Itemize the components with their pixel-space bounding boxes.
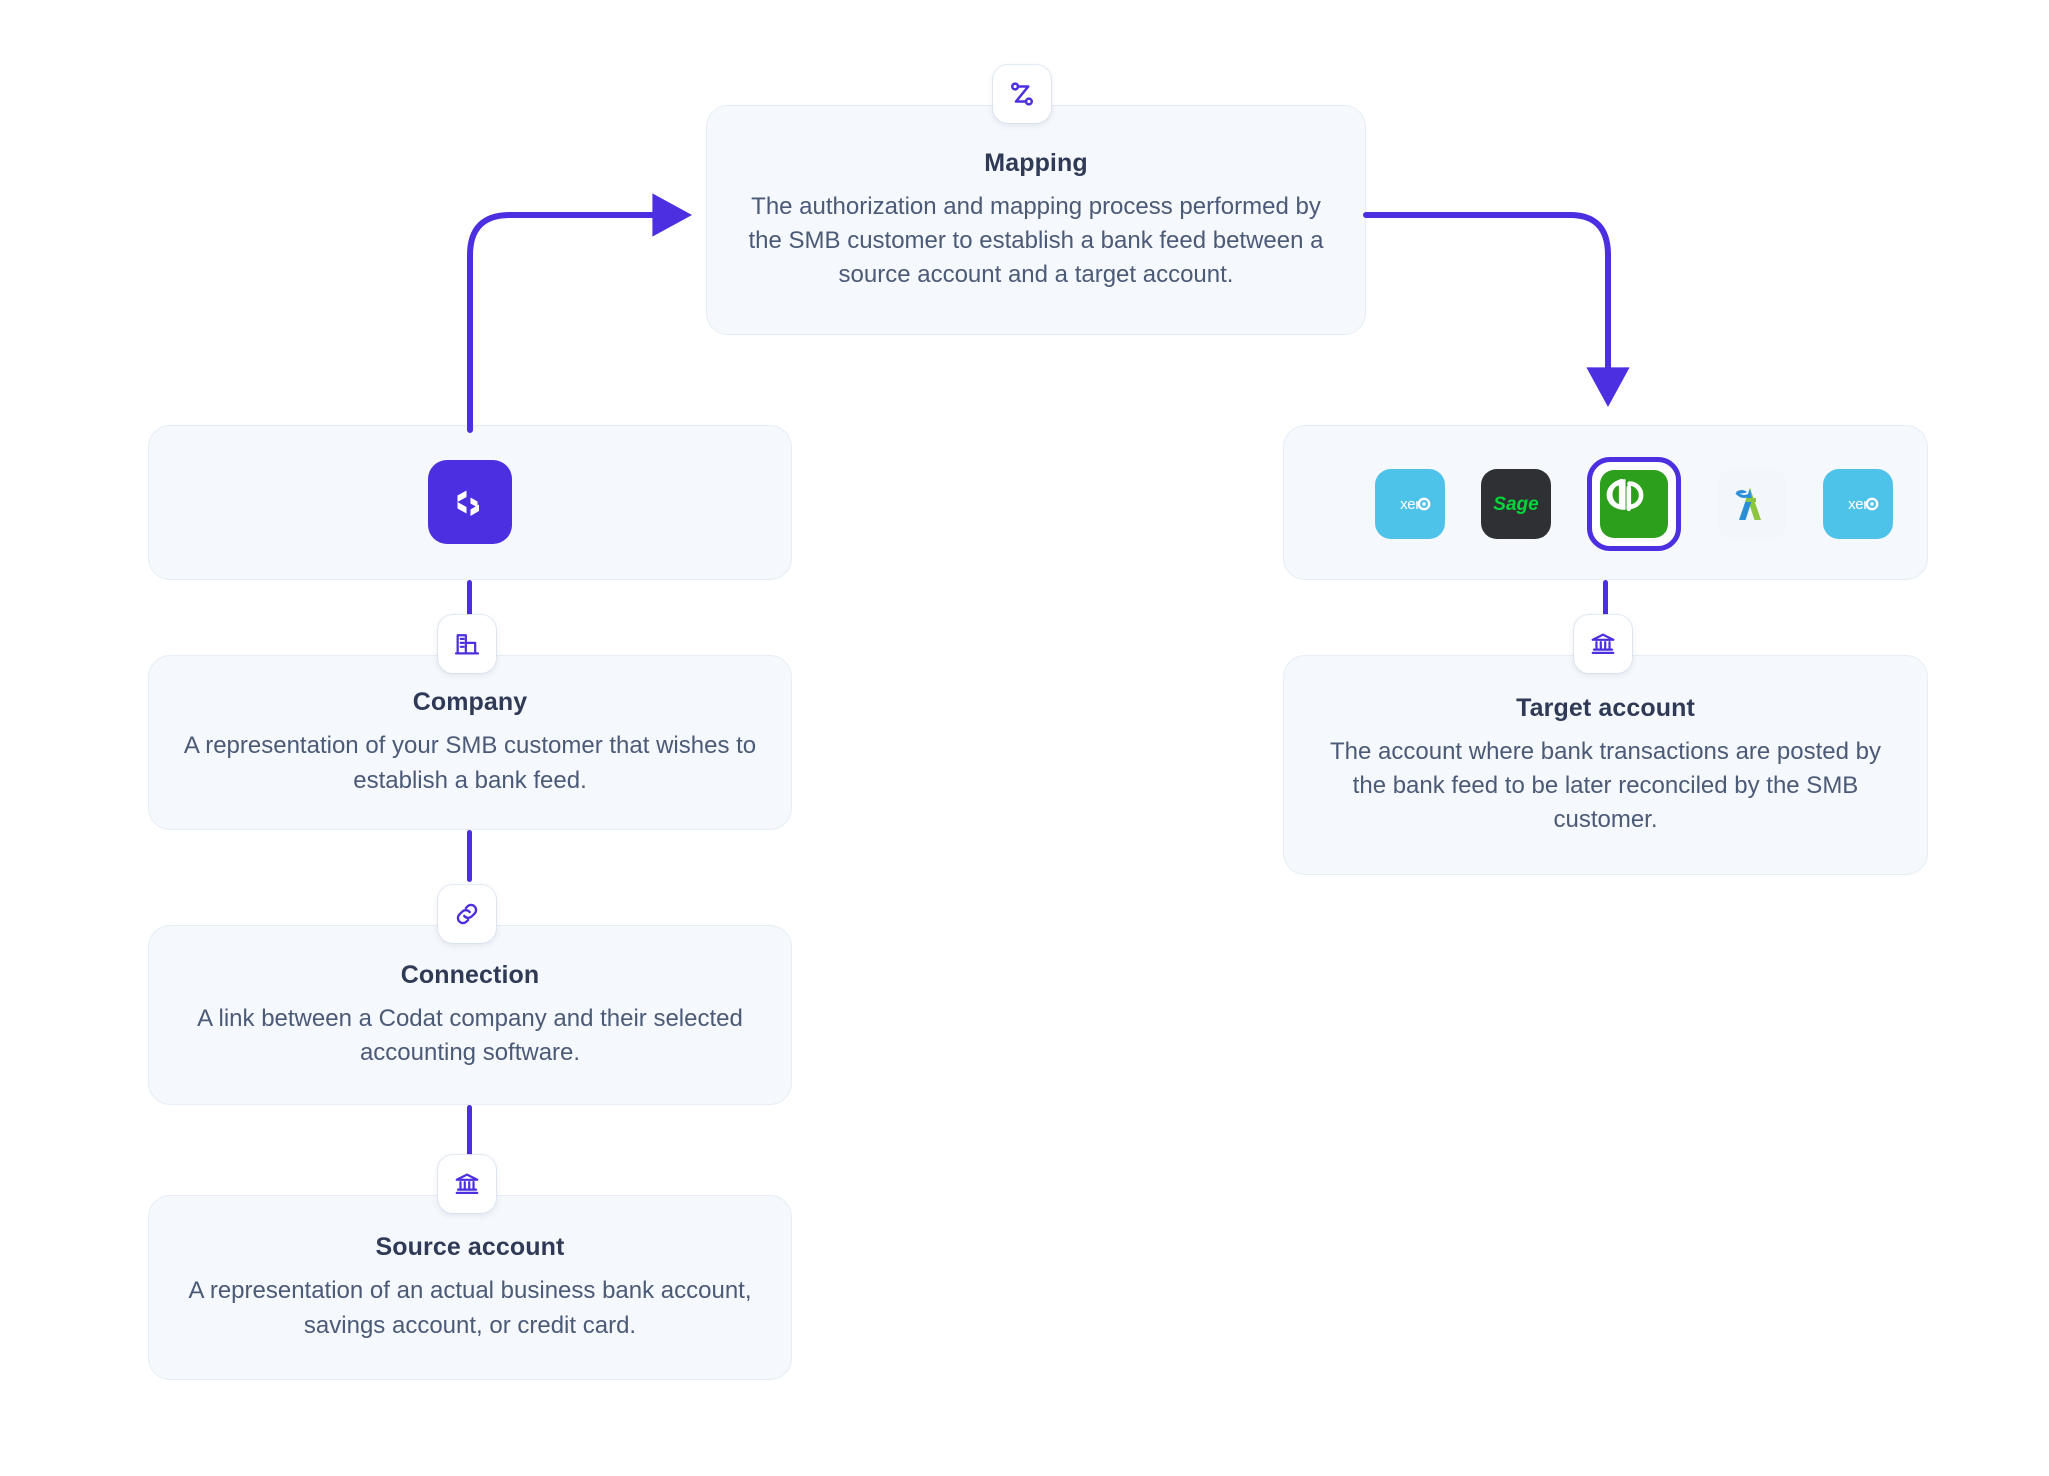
quickbooks-logo-selected[interactable]: [1587, 457, 1681, 551]
mapping-card: Mapping The authorization and mapping pr…: [706, 105, 1366, 335]
connection-icon-chip: [438, 885, 496, 943]
mapping-route-icon: [1007, 79, 1037, 109]
company-card: Company A representation of your SMB cus…: [148, 655, 792, 830]
target-account-description: The account where bank transactions are …: [1330, 737, 1881, 834]
svg-text:xer: xer: [1848, 496, 1868, 513]
quickbooks-logo: [1600, 470, 1668, 538]
source-account-card: Source account A representation of an ac…: [148, 1195, 792, 1380]
bank-icon: [1589, 630, 1617, 658]
target-account-title: Target account: [1516, 693, 1695, 722]
target-account-card: Target account The account where bank tr…: [1283, 655, 1928, 875]
bank-icon: [453, 1170, 481, 1198]
svg-text:Sage: Sage: [1493, 494, 1539, 515]
source-account-title: Source account: [375, 1233, 565, 1262]
connection-title: Connection: [400, 960, 540, 989]
freeagent-logo[interactable]: [1717, 469, 1787, 539]
svg-text:xer: xer: [1400, 496, 1420, 513]
codat-logo-icon: [428, 460, 512, 544]
company-icon-chip: [438, 615, 496, 673]
mapping-title: Mapping: [984, 148, 1088, 177]
target-account-icon-chip: [1574, 615, 1632, 673]
mapping-icon-chip: [993, 65, 1051, 123]
line-company-connection: [467, 830, 472, 882]
sage-logo[interactable]: Sage: [1481, 469, 1551, 539]
xero-logo[interactable]: xer: [1375, 469, 1445, 539]
line-software-target: [1603, 580, 1608, 632]
source-account-description: A representation of an actual business b…: [188, 1277, 752, 1339]
arrow-mapping-to-software: [1363, 212, 1630, 408]
chain-link-icon: [453, 900, 481, 928]
accounting-software-logos: xer Sage: [1375, 457, 1893, 551]
company-description: A representation of your SMB customer th…: [183, 732, 757, 794]
connection-card: Connection A link between a Codat compan…: [148, 925, 792, 1105]
company-title: Company: [412, 688, 528, 717]
connection-description: A link between a Codat company and their…: [197, 1004, 743, 1066]
office-building-icon: [453, 630, 481, 658]
source-account-icon-chip: [438, 1155, 496, 1213]
arrow-platform-to-mapping: [467, 193, 693, 433]
line-platform-company: [467, 580, 472, 632]
mapping-description: The authorization and mapping process pe…: [748, 192, 1324, 289]
xero-logo[interactable]: xer: [1823, 469, 1893, 539]
line-connection-source: [467, 1105, 472, 1157]
